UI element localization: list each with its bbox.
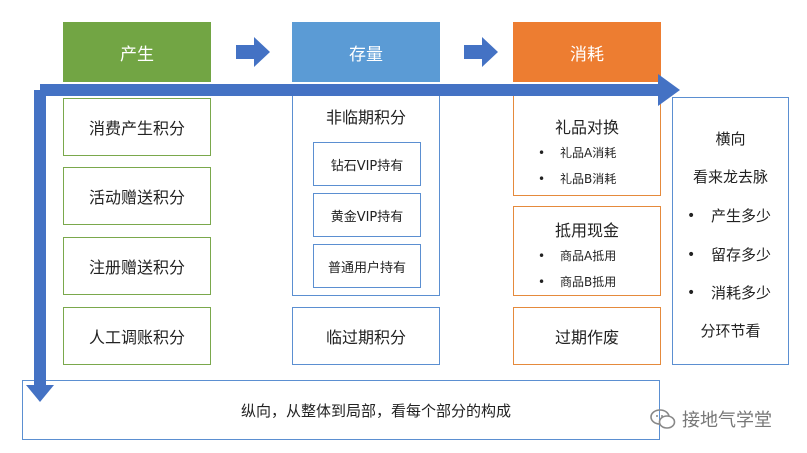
consume-item-label: 商品A抵用 xyxy=(560,249,617,263)
arrow-right-icon xyxy=(464,37,498,67)
header-consume-label: 消耗 xyxy=(570,44,604,65)
consume-item-label: 礼品A消耗 xyxy=(560,146,617,160)
horizontal-arrow-icon xyxy=(40,74,680,106)
horizontal-note: 横向 看来龙去脉 • 产生多少 • 留存多少 • 消耗多少 分环节看 xyxy=(672,97,789,365)
bullet-icon: • xyxy=(538,274,546,289)
list-item: • 商品A抵用 xyxy=(538,247,616,264)
horizontal-subtitle: 看来龙去脉 xyxy=(692,168,768,186)
horizontal-item-label: 留存多少 xyxy=(711,246,772,264)
stock-holder: 普通用户持有 xyxy=(313,244,421,288)
stock-holder-label: 黄金VIP持有 xyxy=(330,209,404,225)
wechat-icon xyxy=(650,409,676,429)
horizontal-item-label: 产生多少 xyxy=(711,207,772,225)
produce-item: 活动赠送积分 xyxy=(63,167,211,225)
header-consume: 消耗 xyxy=(513,22,661,82)
consume-group: 抵用现金 • 商品A抵用 • 商品B抵用 xyxy=(513,206,661,296)
watermark-label: 接地气学堂 xyxy=(682,410,772,431)
stock-holder-label: 钻石VIP持有 xyxy=(330,158,404,174)
bullet-icon: • xyxy=(687,207,696,224)
vertical-note: 纵向，从整体到局部，看每个部分的构成 xyxy=(22,380,660,440)
stock-non-expiring-title: 非临期积分 xyxy=(325,108,406,127)
consume-expired: 过期作废 xyxy=(513,307,661,365)
header-produce: 产生 xyxy=(63,22,211,82)
watermark: 接地气学堂 xyxy=(650,404,800,434)
stock-non-expiring-group: 非临期积分 钻石VIP持有 黄金VIP持有 普通用户持有 xyxy=(292,93,440,296)
produce-item: 人工调账积分 xyxy=(63,307,211,365)
list-item: • 留存多少 xyxy=(687,244,771,265)
horizontal-title: 横向 xyxy=(715,130,746,148)
header-stock-label: 存量 xyxy=(349,44,383,65)
produce-item-label: 活动赠送积分 xyxy=(88,188,185,207)
bullet-icon: • xyxy=(538,248,546,263)
consume-item-label: 商品B抵用 xyxy=(560,275,617,289)
produce-item-label: 消费产生积分 xyxy=(88,119,185,138)
header-produce-label: 产生 xyxy=(120,44,154,65)
stock-holder: 黄金VIP持有 xyxy=(313,193,421,237)
horizontal-item-label: 消耗多少 xyxy=(711,284,772,302)
bullet-icon: • xyxy=(687,246,696,263)
consume-group-title: 抵用现金 xyxy=(554,221,619,240)
list-item: • 商品B抵用 xyxy=(538,273,616,290)
list-item: • 礼品B消耗 xyxy=(538,170,616,187)
bullet-icon: • xyxy=(538,145,546,160)
horizontal-footer: 分环节看 xyxy=(700,322,761,340)
produce-item: 消费产生积分 xyxy=(63,98,211,156)
header-stock: 存量 xyxy=(292,22,440,82)
stock-expiring: 临过期积分 xyxy=(292,307,440,365)
list-item: • 礼品A消耗 xyxy=(538,144,616,161)
stock-expiring-label: 临过期积分 xyxy=(325,328,406,347)
stock-holder: 钻石VIP持有 xyxy=(313,142,421,186)
bullet-icon: • xyxy=(687,284,696,301)
list-item: • 产生多少 xyxy=(687,205,771,226)
arrow-right-icon xyxy=(236,37,270,67)
bullet-icon: • xyxy=(538,171,546,186)
produce-item: 注册赠送积分 xyxy=(63,237,211,295)
produce-item-label: 人工调账积分 xyxy=(88,328,185,347)
stock-holder-label: 普通用户持有 xyxy=(327,260,406,276)
consume-group: 礼品对换 • 礼品A消耗 • 礼品B消耗 xyxy=(513,93,661,196)
consume-item-label: 礼品B消耗 xyxy=(560,172,617,186)
list-item: • 消耗多少 xyxy=(687,282,771,303)
vertical-note-label: 纵向，从整体到局部，看每个部分的构成 xyxy=(240,401,511,420)
consume-group-title: 礼品对换 xyxy=(554,118,619,137)
produce-item-label: 注册赠送积分 xyxy=(88,258,185,277)
consume-expired-label: 过期作废 xyxy=(554,328,619,347)
vertical-arrow-icon xyxy=(26,90,54,402)
